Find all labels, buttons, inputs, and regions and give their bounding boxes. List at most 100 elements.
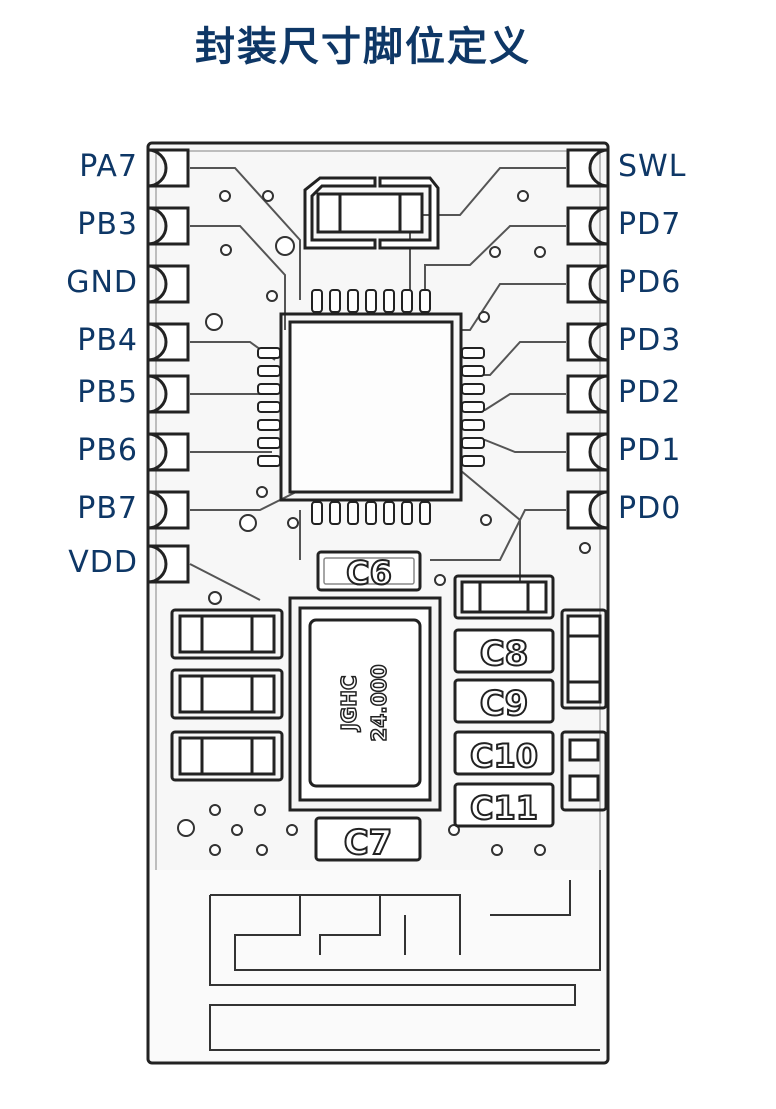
crystal-marking-line2: 24.000 bbox=[367, 664, 391, 741]
pin-label-right-1: SWL bbox=[618, 149, 687, 184]
trace bbox=[459, 469, 521, 600]
pad-left-2 bbox=[147, 206, 190, 246]
smd-pad bbox=[568, 774, 600, 802]
smd-body-vertical bbox=[566, 614, 602, 704]
chip-pin bbox=[257, 455, 281, 467]
pin-label-left-6: PB6 bbox=[77, 433, 138, 468]
right-smd-column: C8 C9 C10 C11 bbox=[453, 574, 608, 828]
pin-label-left-2: PB3 bbox=[77, 207, 138, 242]
smd-outline bbox=[170, 668, 284, 720]
chip-pin bbox=[257, 347, 281, 359]
chip-pin bbox=[347, 289, 359, 313]
antenna-trace bbox=[490, 880, 571, 916]
c7-outline bbox=[314, 816, 422, 862]
c8-label: C8 bbox=[480, 634, 529, 674]
chip-pins-bottom bbox=[311, 501, 431, 525]
chip-pin bbox=[419, 289, 431, 313]
smd-outline-vertical bbox=[560, 608, 608, 710]
via bbox=[266, 290, 278, 302]
pad-left-8 bbox=[147, 544, 190, 584]
chip-pin bbox=[257, 401, 281, 413]
smd-outline bbox=[170, 730, 284, 782]
antenna-trace bbox=[380, 894, 461, 955]
via bbox=[209, 844, 221, 856]
via bbox=[177, 819, 195, 837]
pad-right-1 bbox=[566, 148, 609, 188]
component-body bbox=[316, 192, 424, 234]
right-pads bbox=[566, 148, 609, 530]
via bbox=[534, 844, 546, 856]
c11-outline bbox=[453, 782, 555, 828]
pcb-antenna bbox=[150, 870, 606, 1060]
trace bbox=[430, 509, 566, 561]
chip-pin bbox=[365, 501, 377, 525]
pin-label-left-8: VDD bbox=[68, 545, 138, 580]
smd-pad bbox=[568, 738, 600, 762]
smd-body bbox=[178, 614, 276, 654]
chip-pin bbox=[461, 383, 485, 395]
chip-pin bbox=[461, 365, 485, 377]
via bbox=[480, 514, 492, 526]
crystal-keepout bbox=[288, 596, 442, 812]
via bbox=[262, 190, 274, 202]
pin-label-right-4: PD3 bbox=[618, 323, 682, 358]
via bbox=[254, 804, 266, 816]
pad-right-4 bbox=[566, 322, 609, 362]
trace bbox=[190, 489, 301, 511]
c6-inner bbox=[323, 557, 415, 585]
pin-label-left-4: PB4 bbox=[77, 323, 138, 358]
pad-left-3 bbox=[147, 264, 190, 304]
pin-label-left-7: PB7 bbox=[77, 491, 138, 526]
chip-pin bbox=[347, 501, 359, 525]
chip-pin bbox=[365, 289, 377, 313]
chip-pin bbox=[383, 289, 395, 313]
crystal-body bbox=[308, 618, 422, 788]
chip-pin bbox=[329, 289, 341, 313]
vias bbox=[177, 190, 591, 856]
pin-label-left-3: GND bbox=[66, 265, 138, 300]
via bbox=[491, 844, 503, 856]
chip-pin bbox=[461, 455, 485, 467]
c6-outline bbox=[316, 550, 422, 592]
left-pads bbox=[147, 148, 190, 584]
chip-pin bbox=[461, 437, 485, 449]
chip-pin bbox=[401, 289, 413, 313]
chip-pin bbox=[311, 501, 323, 525]
via bbox=[219, 190, 231, 202]
via bbox=[534, 246, 546, 258]
c6-footprint: C6 bbox=[316, 550, 422, 593]
copper-traces bbox=[189, 167, 566, 601]
pin-label-right-3: PD6 bbox=[618, 265, 682, 300]
chip-pin bbox=[461, 347, 485, 359]
smd-outline-small bbox=[560, 730, 608, 812]
c10-outline bbox=[453, 730, 555, 776]
c8-outline bbox=[453, 628, 555, 674]
chip-pin bbox=[401, 501, 413, 525]
via bbox=[209, 804, 221, 816]
via bbox=[286, 824, 298, 836]
via bbox=[205, 313, 223, 331]
c6-label: C6 bbox=[346, 554, 392, 592]
pad-left-1 bbox=[147, 148, 190, 188]
via bbox=[275, 236, 295, 256]
pin-label-left-1: PA7 bbox=[79, 149, 138, 184]
chip-pin bbox=[329, 501, 341, 525]
smd-outline bbox=[170, 608, 284, 660]
pad-right-2 bbox=[566, 206, 609, 246]
via bbox=[256, 486, 268, 498]
crystal-marking-line1: JGHC bbox=[337, 675, 361, 732]
c10-label: C10 bbox=[470, 737, 538, 775]
pad-right-3 bbox=[566, 264, 609, 304]
smd-outline bbox=[453, 574, 555, 620]
trace bbox=[189, 563, 261, 601]
c9-outline bbox=[453, 678, 555, 724]
c7-label: C7 bbox=[344, 823, 393, 863]
via bbox=[489, 246, 501, 258]
c7-footprint: C7 bbox=[314, 816, 422, 864]
pin-label-right-2: PD7 bbox=[618, 207, 682, 242]
chip-pin bbox=[461, 401, 485, 413]
smd-component-top bbox=[303, 176, 440, 250]
via bbox=[231, 824, 243, 836]
pad-left-7 bbox=[147, 490, 190, 530]
